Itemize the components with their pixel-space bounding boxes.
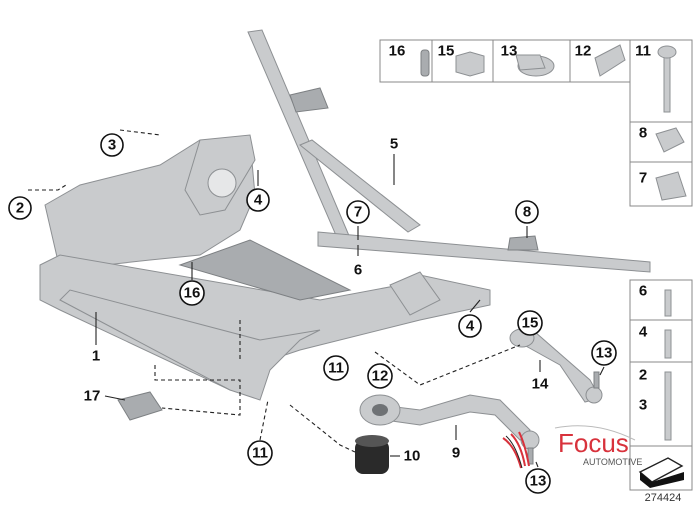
callout: 6 [354, 262, 362, 279]
callout: 4 [254, 192, 263, 209]
plain-callouts: 5 6 1 14 17 9 10 [84, 136, 549, 465]
leader-lines [28, 129, 605, 468]
underbody-plate [117, 391, 163, 421]
hw-label: 3 [639, 397, 647, 414]
hw-label: 8 [639, 125, 647, 142]
hw-label: 2 [639, 367, 647, 384]
callout: 14 [532, 376, 549, 393]
hardware-panel-right [629, 279, 693, 491]
callout: 9 [452, 445, 460, 462]
hw-label: 6 [639, 283, 647, 300]
callout: 7 [354, 204, 362, 221]
callout: 2 [16, 200, 24, 217]
reinforcement-brace [247, 29, 651, 273]
callout: 11 [252, 445, 268, 462]
callout: 10 [404, 448, 421, 465]
callout: 1 [92, 348, 100, 365]
hw-label: 16 [389, 43, 406, 60]
bushing-10 [355, 435, 389, 474]
hardware-labels: 16 15 13 12 11 8 7 6 4 2 3 274424 [389, 43, 682, 505]
control-arm-14 [509, 328, 603, 404]
callout: 16 [184, 285, 201, 302]
callout: 13 [596, 345, 613, 362]
hw-label: 15 [438, 43, 455, 60]
front-subframe [39, 134, 491, 401]
callout: 5 [390, 136, 398, 153]
callout: 3 [108, 137, 116, 154]
callout: 8 [523, 204, 531, 221]
callout: 15 [522, 315, 539, 332]
callout: 13 [530, 473, 547, 490]
hw-label: 4 [639, 324, 648, 341]
callout: 11 [328, 360, 344, 377]
hw-label: 7 [639, 170, 647, 187]
callout: 4 [466, 318, 475, 335]
focus-automotive-watermark: Focus AUTOMOTIVE [502, 425, 642, 469]
callout: 12 [372, 368, 389, 385]
circled-callouts: 3 2 4 16 7 8 4 15 11 12 13 11 13 [8, 133, 617, 494]
hardware-panel-top [379, 39, 693, 207]
watermark-subtitle: AUTOMOTIVE [583, 457, 642, 467]
hw-label: 13 [501, 43, 518, 60]
callout: 17 [84, 388, 101, 405]
watermark-brand: Focus [558, 428, 629, 458]
hw-label: 12 [575, 43, 592, 60]
reference-number: 274424 [645, 492, 682, 504]
hw-label: 11 [635, 43, 651, 60]
control-arm-9 [359, 394, 540, 465]
